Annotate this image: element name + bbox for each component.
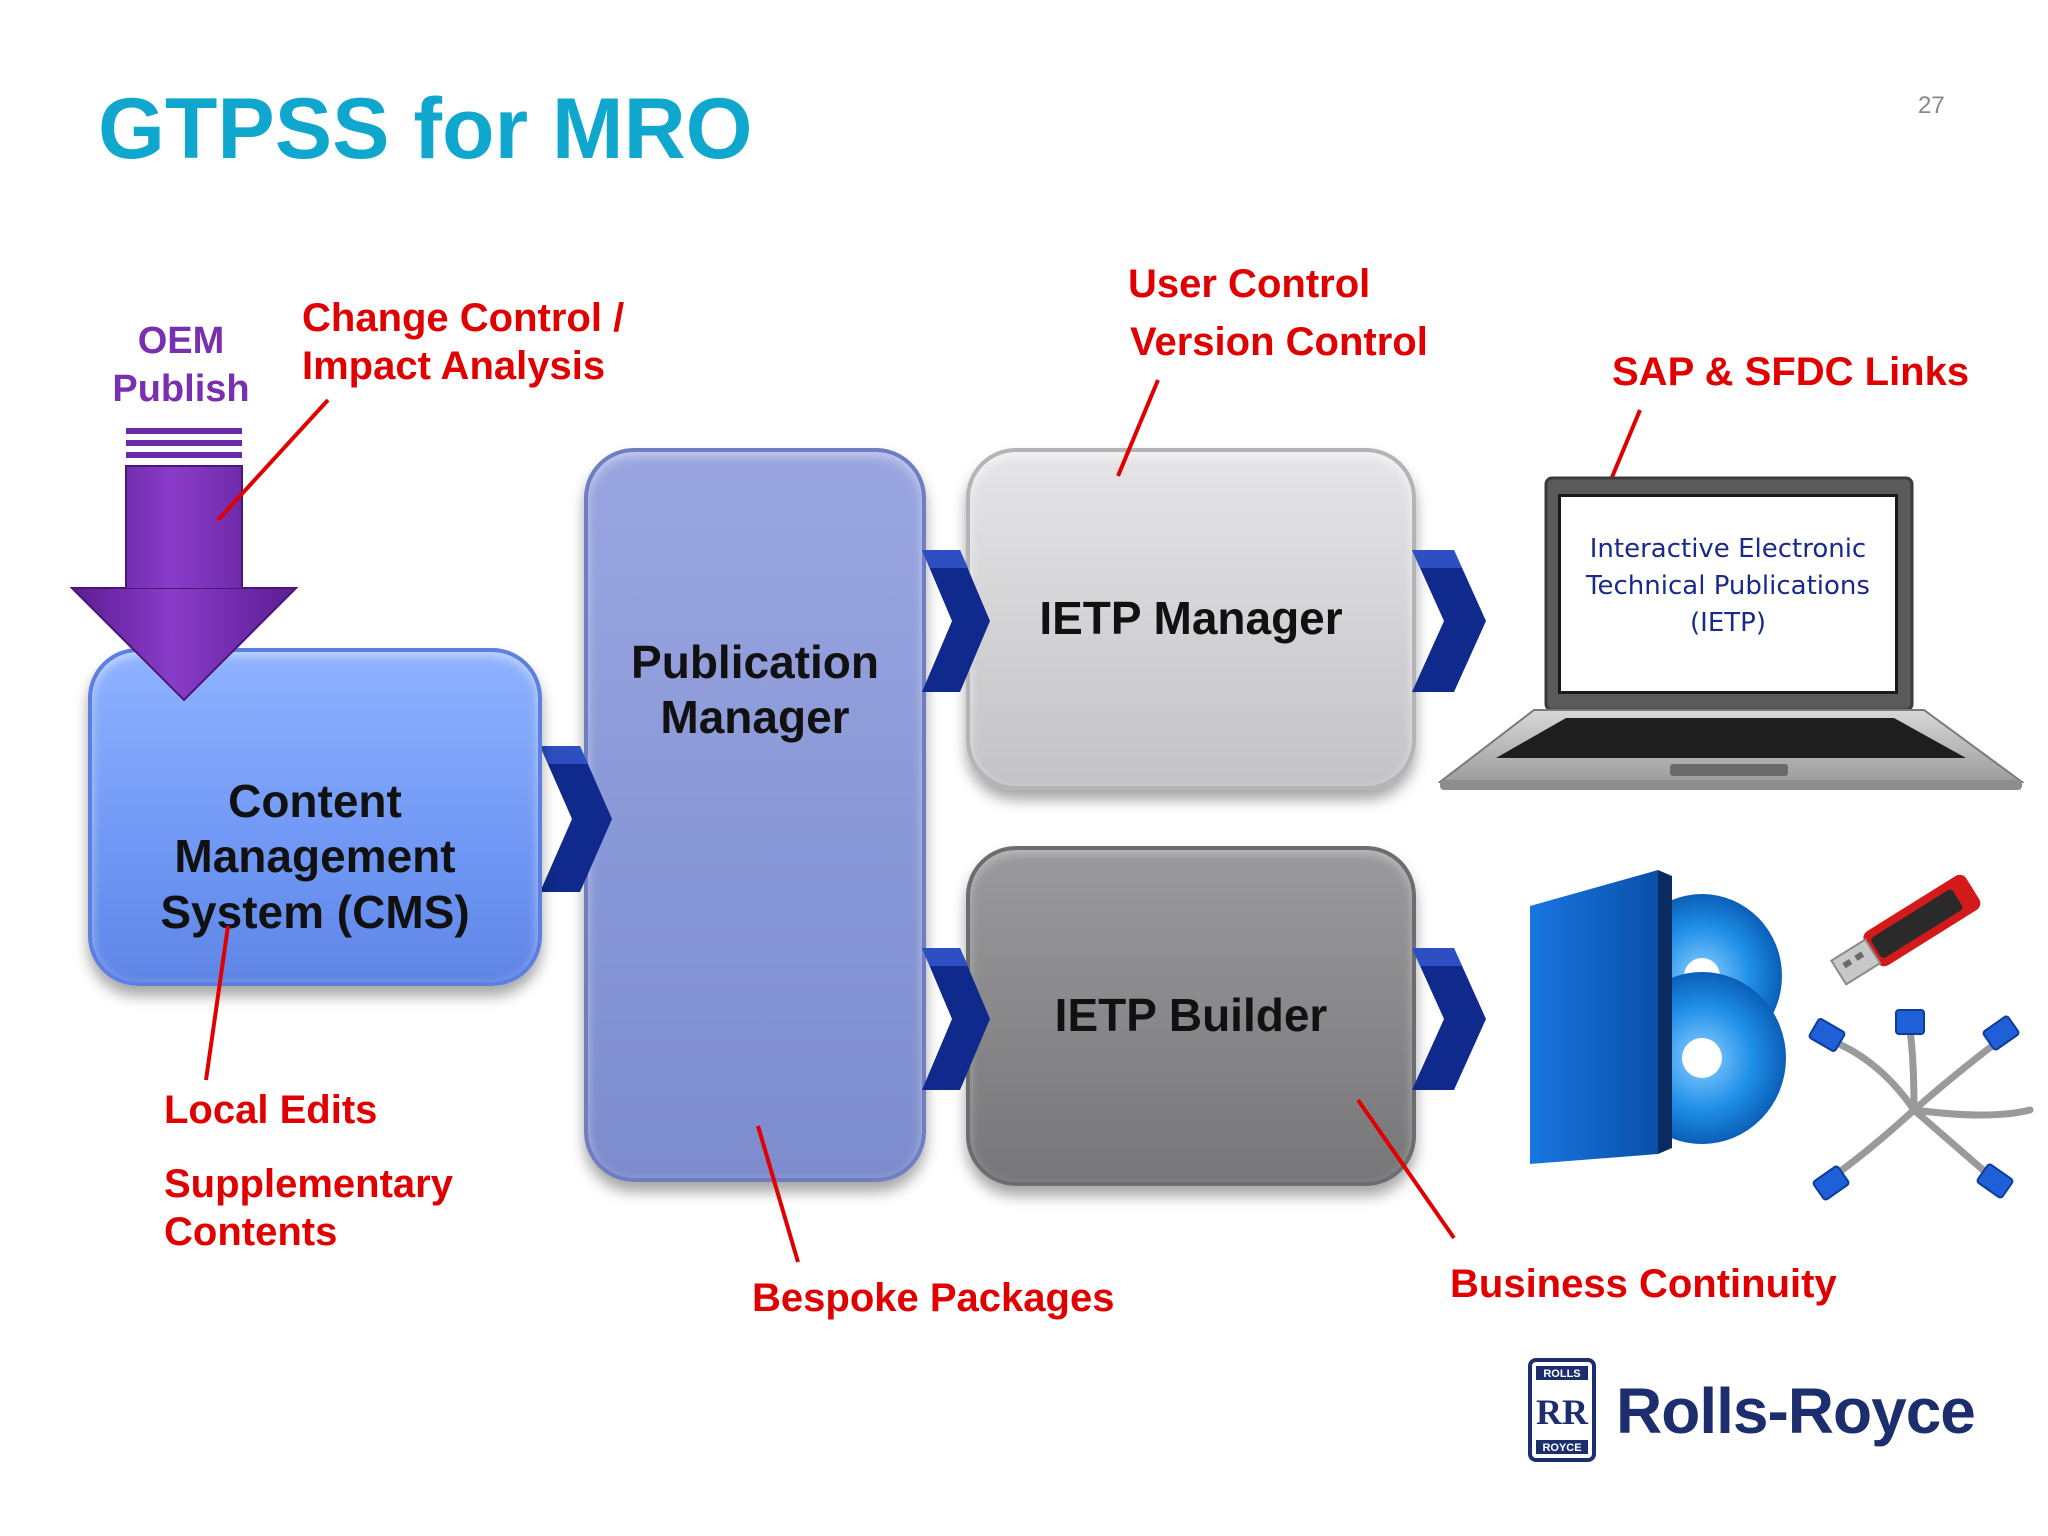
laptop-line2: Technical Publications xyxy=(1586,570,1870,601)
ietp-builder-box: IETP Builder xyxy=(966,846,1416,1186)
oem-publish-label: OEM Publish xyxy=(96,318,266,413)
cms-line2: Management xyxy=(174,830,456,883)
publication-manager-box: Publication Manager xyxy=(584,448,926,1182)
ietp-manager-label: IETP Manager xyxy=(1039,592,1343,645)
laptop-screen: Interactive Electronic Technical Publica… xyxy=(1558,494,1898,694)
page-number: 27 xyxy=(1918,92,1945,119)
supplementary-line2: Contents xyxy=(164,1210,338,1254)
rolls-royce-logo-text: Rolls-Royce xyxy=(1616,1375,1976,1447)
dvd-case-icon xyxy=(1530,870,1786,1164)
ietp-builder-label: IETP Builder xyxy=(1054,989,1328,1042)
page-title: GTPSS for MRO xyxy=(98,81,753,177)
cms-box: Content Management System (CMS) xyxy=(88,648,542,986)
version-control-annotation: Version Control xyxy=(1130,320,1428,364)
sap-links-annotation: SAP & SFDC Links xyxy=(1612,350,1970,394)
local-edits-annotation: Local Edits xyxy=(164,1088,378,1132)
badge-bottom-text: ROYCE xyxy=(1542,1442,1581,1454)
supplementary-annotation: Supplementary Contents xyxy=(164,1160,453,1256)
badge-top-text: ROLLS xyxy=(1543,1368,1580,1380)
down-arrow-head xyxy=(70,588,298,702)
chevron-arrow-icon xyxy=(540,746,612,892)
laptop-line1: Interactive Electronic xyxy=(1589,534,1867,564)
ietp-manager-box: IETP Manager xyxy=(966,448,1416,790)
chevron-arrow-icon xyxy=(922,948,990,1090)
badge-mark-text: RR xyxy=(1536,1392,1589,1432)
cms-line1: Content xyxy=(228,775,402,828)
chevron-arrow-icon xyxy=(922,550,990,692)
oem-label-line2: Publish xyxy=(112,367,250,410)
laptop-line3: (IETP) xyxy=(1690,607,1766,638)
publication-line2: Manager xyxy=(660,691,850,743)
publication-line1: Publication xyxy=(631,635,879,688)
user-control-annotation: User Control xyxy=(1128,262,1371,306)
change-control-line2: Impact Analysis xyxy=(302,344,606,388)
chevron-arrow-icon xyxy=(1412,948,1486,1090)
change-control-line1: Change Control / xyxy=(302,296,625,340)
network-cables-icon xyxy=(1808,1009,2034,1201)
usb-drive-icon xyxy=(1829,874,1981,986)
cms-line3: System (CMS) xyxy=(160,885,470,938)
rolls-royce-badge-icon: ROLLS ROYCE RR xyxy=(1528,1358,1596,1462)
bespoke-annotation: Bespoke Packages xyxy=(752,1276,1115,1320)
change-control-annotation: Change Control / Impact Analysis xyxy=(302,294,624,390)
chevron-arrow-icon xyxy=(1412,550,1486,692)
oem-label-line1: OEM xyxy=(137,320,225,362)
supplementary-line1: Supplementary xyxy=(164,1162,453,1206)
business-continuity-annotation: Business Continuity xyxy=(1450,1262,1837,1306)
